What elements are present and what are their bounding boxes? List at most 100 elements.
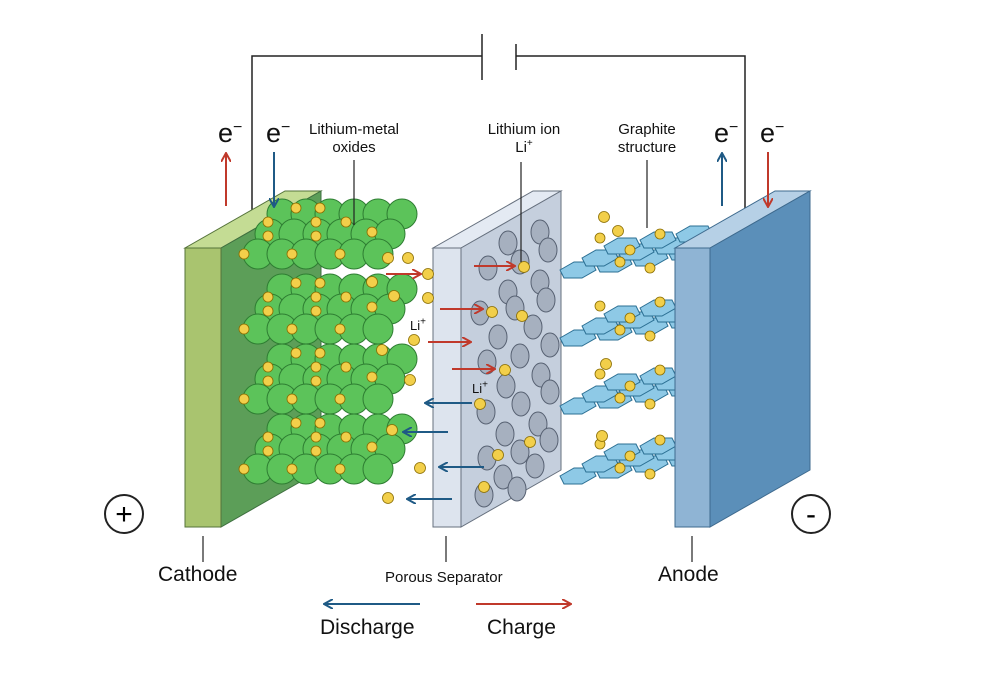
li-ion-intercalated: [614, 256, 626, 268]
li-ion: [388, 290, 400, 302]
separator-pore: [507, 476, 527, 502]
separator-pore: [477, 349, 497, 375]
li-ion-intercalated: [624, 244, 636, 256]
li-ion-embedded: [366, 226, 378, 238]
label-porous-separator: Porous Separator: [385, 569, 503, 586]
li-ion: [478, 481, 490, 493]
li-ion-intercalated: [624, 380, 636, 392]
li-ion-embedded: [262, 375, 274, 387]
li-ion-embedded: [366, 301, 378, 313]
li-ion-embedded: [334, 463, 346, 475]
li-ion-embedded: [238, 393, 250, 405]
li-ion-intercalated: [654, 228, 666, 240]
li-ion: [422, 268, 434, 280]
li-ion-embedded: [286, 248, 298, 260]
li-ion: [612, 225, 624, 237]
li-ion-intercalated: [614, 462, 626, 474]
li-ion-embedded: [238, 463, 250, 475]
li-ion-embedded: [290, 277, 302, 289]
li-ion-embedded: [262, 305, 274, 317]
li-ion-embedded: [286, 463, 298, 475]
li-ion-embedded: [262, 445, 274, 457]
oxide-sphere: [362, 453, 394, 485]
li-ion-embedded: [310, 216, 322, 228]
external-circuit: [251, 34, 746, 218]
li-ion-intercalated: [594, 232, 606, 244]
li-ion-embedded: [334, 393, 346, 405]
separator-pore: [511, 391, 531, 417]
li-ion-intercalated: [594, 368, 606, 380]
li-ion-embedded: [310, 291, 322, 303]
porous-separator: [431, 190, 563, 528]
graphite-hexagon: [639, 231, 677, 249]
li-ion: [499, 364, 511, 376]
li-ion-embedded: [314, 417, 326, 429]
separator-pore: [528, 411, 548, 437]
legend-discharge-label: Discharge: [320, 616, 415, 639]
li-ion: [474, 398, 486, 410]
li-ion-embedded: [340, 216, 352, 228]
li-ion-embedded: [310, 230, 322, 242]
oxide-sphere: [362, 383, 394, 415]
li-ion-intercalated: [644, 330, 656, 342]
electron-label-2: e−: [266, 118, 291, 148]
li-ion: [376, 344, 388, 356]
li-ion-intercalated: [624, 312, 636, 324]
li-ion-embedded: [238, 323, 250, 335]
li-ion-embedded: [262, 216, 274, 228]
positive-terminal-symbol: +: [104, 494, 144, 534]
separator-pore: [493, 464, 513, 490]
li-ion-intercalated: [644, 468, 656, 480]
li-ion-embedded: [310, 445, 322, 457]
li-ion-embedded: [366, 441, 378, 453]
li-ion-embedded: [310, 361, 322, 373]
separator-pore: [540, 332, 560, 358]
li-ion: [404, 374, 416, 386]
li-ion: [518, 261, 530, 273]
separator-pore: [478, 255, 498, 281]
lithium-metal-oxide-layers: [238, 198, 418, 485]
legend-charge-label: Charge: [487, 616, 556, 639]
li-ion-embedded: [262, 230, 274, 242]
li-ion-embedded: [290, 417, 302, 429]
electron-label-3: e−: [714, 118, 739, 148]
li-ion-intercalated: [594, 300, 606, 312]
li-ion-intercalated: [644, 262, 656, 274]
li-ion-embedded: [314, 347, 326, 359]
anode-plate: [673, 190, 812, 528]
label-lithium-ion: Lithium ion Li+: [487, 121, 561, 156]
separator-pore: [525, 453, 545, 479]
li-ion-intercalated: [624, 450, 636, 462]
li-ion: [524, 436, 536, 448]
li-ion: [382, 252, 394, 264]
label-lithium-metal-oxides: Lithium-metal oxides: [308, 121, 400, 156]
label-graphite-structure: Graphite structure: [617, 121, 677, 156]
leader-lines: [202, 160, 693, 562]
separator-pore: [523, 314, 543, 340]
li-ion-embedded: [310, 305, 322, 317]
li-ion-embedded: [340, 291, 352, 303]
electron-label-4: e−: [760, 118, 785, 148]
li-ion-label-2: Li+: [472, 379, 488, 396]
oxide-sphere: [362, 313, 394, 345]
electron-label-1: e−: [218, 118, 243, 148]
li-ion-embedded: [238, 248, 250, 260]
li-ion-embedded: [334, 248, 346, 260]
li-ion-intercalated: [654, 296, 666, 308]
li-ion-embedded: [286, 323, 298, 335]
separator-pore: [495, 421, 515, 447]
li-ion-intercalated: [614, 324, 626, 336]
separator-pore: [496, 373, 516, 399]
li-ion-embedded: [340, 431, 352, 443]
li-ion: [492, 449, 504, 461]
li-ion-embedded: [314, 277, 326, 289]
li-ion: [366, 276, 378, 288]
ion-flow-arrows: [386, 266, 514, 499]
li-ion-embedded: [314, 202, 326, 214]
li-ion: [486, 306, 498, 318]
separator-pore: [488, 324, 508, 350]
li-ion-embedded: [340, 361, 352, 373]
separator-pore: [539, 427, 559, 453]
li-ion-embedded: [262, 361, 274, 373]
separator-pore: [536, 287, 556, 313]
